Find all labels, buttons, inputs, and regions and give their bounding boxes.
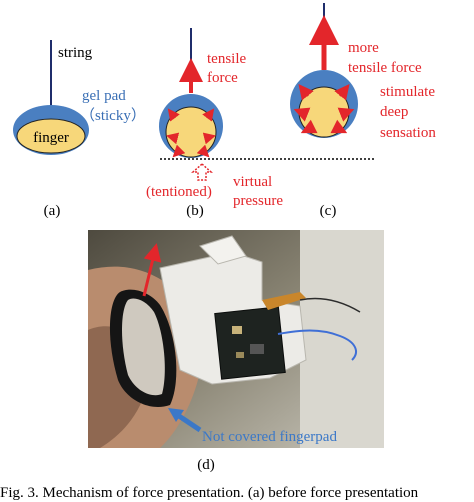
string-label: string xyxy=(58,45,93,61)
sticky-label: （sticky） xyxy=(80,107,146,124)
panel-c-label: (c) xyxy=(320,203,337,219)
panel-b-label: (b) xyxy=(186,203,204,219)
shear-arrows xyxy=(166,108,216,158)
tentioned-label: (tentioned) xyxy=(146,184,212,200)
shear-arrows xyxy=(293,84,355,134)
fingerpad-annotation: Not covered fingerpad xyxy=(202,429,337,445)
fingerpad-arrow-head xyxy=(168,408,184,422)
virtual-pressure-arrow xyxy=(191,162,213,181)
panel-c: more tensile force stimulate deep sensat… xyxy=(290,3,436,219)
pressure-label: pressure xyxy=(233,193,283,209)
more-tensile-force-label: tensile force xyxy=(348,60,422,76)
stimulate-label: stimulate xyxy=(380,84,435,100)
force-label: force xyxy=(207,70,238,86)
photo-tension-arrow xyxy=(142,243,162,297)
deep-label: deep xyxy=(380,104,408,120)
panel-a-label: (a) xyxy=(44,203,61,219)
virtual-label: virtual xyxy=(233,174,272,190)
sensation-label: sensation xyxy=(380,125,436,141)
figure-caption: Fig. 3. Mechanism of force presentation.… xyxy=(0,485,419,501)
more-label: more xyxy=(348,40,379,56)
panel-a: string gel pad （sticky） finger (a) xyxy=(13,40,146,219)
finger-shape xyxy=(16,118,86,154)
panel-d-label: (d) xyxy=(197,457,215,473)
tensile-label: tensile xyxy=(207,51,246,67)
panel-b: tensile force (tentioned) virtual pressu… xyxy=(146,28,375,219)
finger-label: finger xyxy=(33,130,69,146)
gel-pad-label: gel pad xyxy=(82,88,126,104)
fingerpad-arrow xyxy=(174,411,202,433)
device-photo xyxy=(88,230,384,448)
panel-d: Not covered fingerpad (d) xyxy=(88,230,384,473)
